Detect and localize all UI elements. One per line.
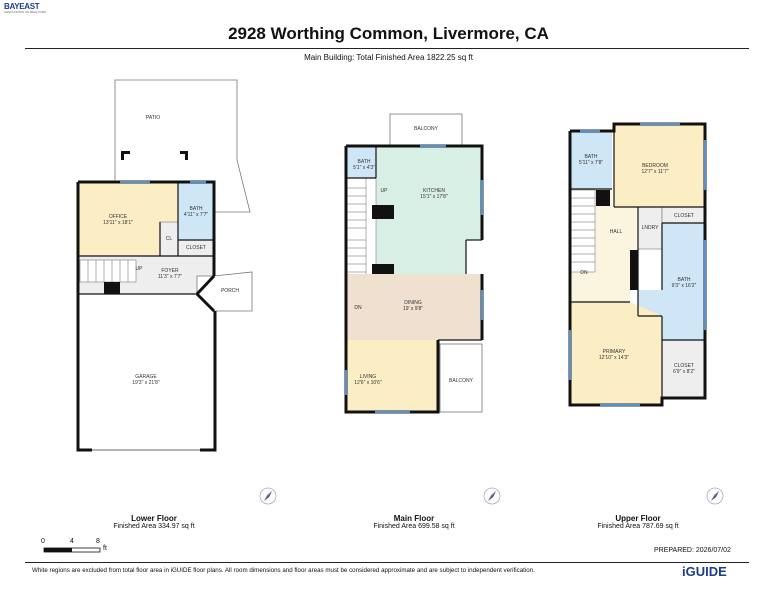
primary-room — [570, 302, 662, 405]
room-dimensions-label: 12'10" x 14'3" — [599, 355, 629, 361]
room-name-label: HALL — [610, 229, 623, 235]
logo-text: BAYEAST — [4, 2, 40, 11]
room-name-label: PORCH — [221, 288, 239, 294]
main-balcony-bottom — [439, 343, 483, 413]
patio-post — [180, 151, 188, 154]
room-dimensions-label: 19' x 9'8" — [403, 306, 423, 312]
room-name-label: PATIO — [146, 115, 160, 121]
room-name-label: FOYER — [161, 268, 179, 274]
header-divider — [25, 48, 749, 49]
room-name-label: CLOSET — [674, 363, 694, 369]
room-dimensions-label: 5'1" x 4'3" — [353, 165, 375, 171]
room-name-label: BATH — [358, 159, 371, 165]
room-dimensions-label: 5'11" x 7'8" — [579, 160, 603, 166]
floor-area-main: Finished Area 699.58 sq ft — [373, 523, 455, 530]
room-dimensions-label: 19'3" x 21'8" — [132, 380, 160, 386]
brand-logo: BAYEAST ASSOCIATION OF REALTORS — [4, 2, 48, 14]
upper-bath-room — [570, 131, 612, 189]
compass-icon — [259, 487, 277, 505]
kitchen-room — [376, 146, 482, 274]
room-name-label: UP — [381, 188, 389, 194]
room-name-label: CLOSET — [674, 213, 694, 219]
living-room — [346, 340, 438, 412]
scale-unit: ft — [103, 545, 107, 552]
room-name-label: LIVING — [360, 374, 377, 380]
room-name-label: BALCONY — [414, 126, 439, 132]
lower-stairs — [79, 259, 137, 294]
patio-post — [121, 151, 124, 160]
garage-room — [78, 294, 215, 450]
room-dimensions-label: 6'9" x 8'2" — [673, 369, 695, 375]
room-name-label: CL — [166, 236, 173, 242]
room-name-label: BATH — [190, 206, 203, 212]
compass-icon — [483, 487, 501, 505]
room-name-label: PRIMARY — [603, 349, 626, 355]
dining-room — [346, 274, 482, 340]
scale-tick-8: 8 — [96, 538, 100, 545]
floor-name-main: Main Floor — [393, 514, 435, 523]
page-subtitle: Main Building: Total Finished Area 1822.… — [304, 53, 473, 62]
main-interior-walls — [346, 146, 482, 341]
upper-floor-plan — [568, 122, 707, 407]
floor-area-upper: Finished Area 787.69 sq ft — [597, 523, 679, 530]
room-dimensions-label: 15'1" x 17'8" — [420, 194, 448, 200]
iguide-logo: iGUIDE — [682, 564, 727, 579]
room-dimensions-label: 9'3" x 16'2" — [672, 283, 697, 289]
room-name-label: UP — [136, 266, 144, 272]
room-dimensions-label: 11'3" x 7'7" — [158, 274, 182, 280]
main-windows — [344, 144, 484, 414]
floor-name-lower: Lower Floor — [131, 514, 177, 523]
disclaimer-text: White regions are excluded from total fl… — [32, 567, 535, 574]
lower-floor-plan — [76, 79, 253, 452]
room-name-label: BATH — [585, 154, 598, 160]
room-name-label: BEDROOM — [642, 163, 668, 169]
logo-subtext: ASSOCIATION OF REALTORS — [4, 10, 47, 14]
room-name-label: BALCONY — [449, 378, 474, 384]
main-balcony-top — [389, 113, 463, 147]
room-name-label: DN — [354, 305, 362, 311]
room-name-label: DN — [580, 270, 588, 276]
room-name-label: KITCHEN — [423, 188, 445, 194]
upper-stairs — [570, 189, 610, 273]
footer-divider — [25, 562, 749, 563]
upper-windows — [568, 122, 707, 407]
bedroom-room — [614, 124, 705, 207]
scale-bar — [43, 547, 101, 553]
room-name-label: OFFICE — [109, 214, 128, 220]
page-title: 2928 Worthing Common, Livermore, CA — [228, 24, 549, 43]
lower-walls — [76, 180, 217, 452]
lower-interior-walls — [78, 182, 214, 295]
room-name-label: LNDRY — [642, 225, 660, 231]
room-name-label: CLOSET — [186, 245, 206, 251]
prepared-date: PREPARED: 2026/07/02 — [654, 547, 731, 554]
scale-tick-0: 0 — [41, 538, 45, 545]
main-floor-plan — [344, 113, 484, 414]
room-name-label: DINING — [404, 300, 422, 306]
compass-icon — [706, 487, 724, 505]
floor-name-upper: Upper Floor — [615, 514, 661, 523]
upper-bath-2-room — [638, 223, 705, 340]
floor-area-lower: Finished Area 334.97 sq ft — [113, 523, 195, 530]
patio-post — [185, 151, 188, 160]
room-name-label: BATH — [678, 277, 691, 283]
room-dimensions-label: 13'11" x 18'1" — [103, 220, 133, 226]
room-name-label: GARAGE — [135, 374, 157, 380]
upper-wall-block — [630, 250, 638, 290]
patio-post — [121, 151, 130, 154]
patio-outline — [114, 79, 251, 213]
room-dimensions-label: 12'6" x 10'6" — [354, 380, 382, 386]
room-dimensions-label: 12'7" x 11'7" — [641, 169, 668, 175]
scale-tick-4: 4 — [70, 538, 74, 545]
room-dimensions-label: 4'11" x 7'7" — [184, 212, 208, 218]
lower-bath-room — [178, 182, 214, 240]
